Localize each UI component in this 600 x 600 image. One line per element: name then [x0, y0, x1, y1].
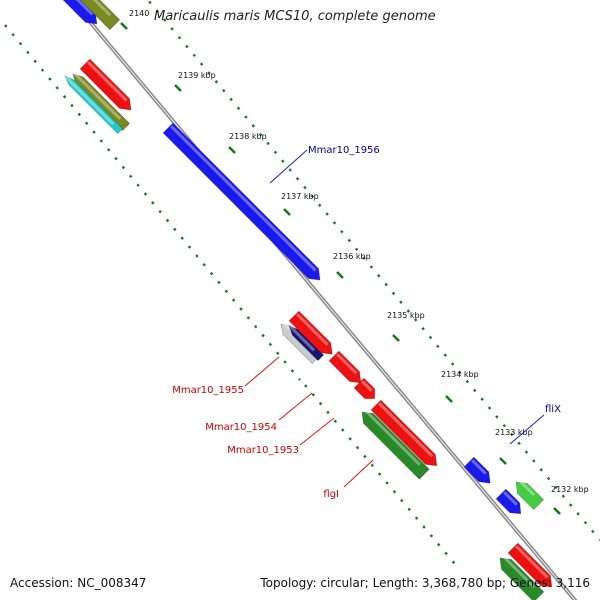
- major-tick-mark: [120, 22, 128, 30]
- gene-label-leader-line: [343, 459, 374, 488]
- gene-label-leader-line: [509, 414, 545, 445]
- gene-green-bottom-sheen: [502, 555, 536, 589]
- gene-mmar10-1955-sheen: [296, 313, 329, 346]
- gene-label-leader-line: [299, 417, 335, 446]
- major-tick-mark: [445, 395, 453, 403]
- major-tick-mark: [336, 271, 344, 279]
- gene-red-upper: [79, 58, 132, 111]
- gene-green-bottom: [499, 557, 545, 600]
- gene-olive-upper-sheen: [73, 72, 122, 120]
- gene-label: flgI: [323, 489, 339, 500]
- major-tick-mark: [499, 457, 507, 465]
- tick-label: 2133 kbp: [495, 428, 533, 437]
- genome-backbone-highlight: [70, 0, 576, 600]
- gene-label-leader-line: [278, 392, 313, 421]
- gene-blue-top-sheen: [75, 0, 94, 16]
- major-tick-mark: [228, 146, 236, 154]
- gene-flgi-sheen: [364, 409, 421, 466]
- gene-cyan-upper-sheen: [64, 75, 115, 126]
- major-tick-mark: [174, 84, 182, 92]
- gene-red-bottom-sheen: [515, 545, 549, 579]
- tick-label: 2136 kbp: [333, 252, 371, 261]
- gene-mmar10-1954: [328, 350, 362, 384]
- gene-cyan-upper: [64, 75, 124, 135]
- gene-mmar10-1956: [162, 122, 321, 281]
- gene-label-leader-line: [269, 149, 308, 184]
- gene-label: Mmar10_1956: [308, 145, 380, 156]
- major-tick-mark: [283, 208, 291, 216]
- gene-blue-lower: [463, 456, 491, 484]
- gene-flix-sheen: [503, 491, 518, 506]
- gene-label-leader-line: [244, 356, 280, 387]
- gene-olive-top-sheen: [92, 0, 112, 17]
- genome-stats-text: Topology: circular; Length: 3,368,780 bp…: [260, 576, 590, 590]
- gene-label: Mmar10_1953: [227, 445, 299, 456]
- gene-mmar10-1954-sheen: [336, 353, 358, 375]
- gene-label: Mmar10_1954: [205, 422, 277, 433]
- gene-mmar10-1953: [370, 399, 438, 467]
- gene-red-upper-sheen: [87, 61, 128, 102]
- tick-label: 2134 kbp: [441, 370, 479, 379]
- gene-blue-lower-sheen: [471, 459, 487, 475]
- gene-mmar10-1956-sheen: [170, 125, 317, 272]
- tick-label: 2140: [129, 9, 149, 18]
- gene-label: Mmar10_1955: [172, 385, 244, 396]
- tick-track-inner-upper: [4, 24, 301, 381]
- gene-mmar10-1953-start: [353, 377, 376, 400]
- tick-label: 2135 kbp: [387, 311, 425, 320]
- gene-mmar10-1953-start-sheen: [361, 380, 373, 392]
- genome-title: Maricaulis maris MCS10, complete genome: [154, 9, 436, 24]
- gene-navy-mid-sheen: [289, 325, 316, 352]
- tick-track-outer: [146, 0, 600, 541]
- tick-label: 2137 kbp: [281, 192, 319, 201]
- gene-red-bottom: [507, 542, 553, 588]
- tick-label: 2139 kbp: [178, 71, 216, 80]
- gene-mmar10-1955: [288, 310, 333, 355]
- tick-label: 2138 kbp: [229, 132, 267, 141]
- gene-lightgreen-lower: [515, 481, 545, 511]
- gene-mmar10-1953-sheen: [378, 402, 434, 458]
- gene-label: fliX: [545, 404, 561, 415]
- gene-lightgreen-lower-sheen: [518, 479, 536, 497]
- major-tick-mark: [392, 334, 400, 342]
- gene-olive-top: [79, 0, 121, 31]
- gene-flgi: [361, 411, 430, 480]
- major-tick-mark: [553, 507, 561, 515]
- tick-label: 2132 kbp: [551, 485, 589, 494]
- gene-flix: [495, 488, 522, 515]
- accession-text: Accession: NC_008347: [10, 576, 147, 590]
